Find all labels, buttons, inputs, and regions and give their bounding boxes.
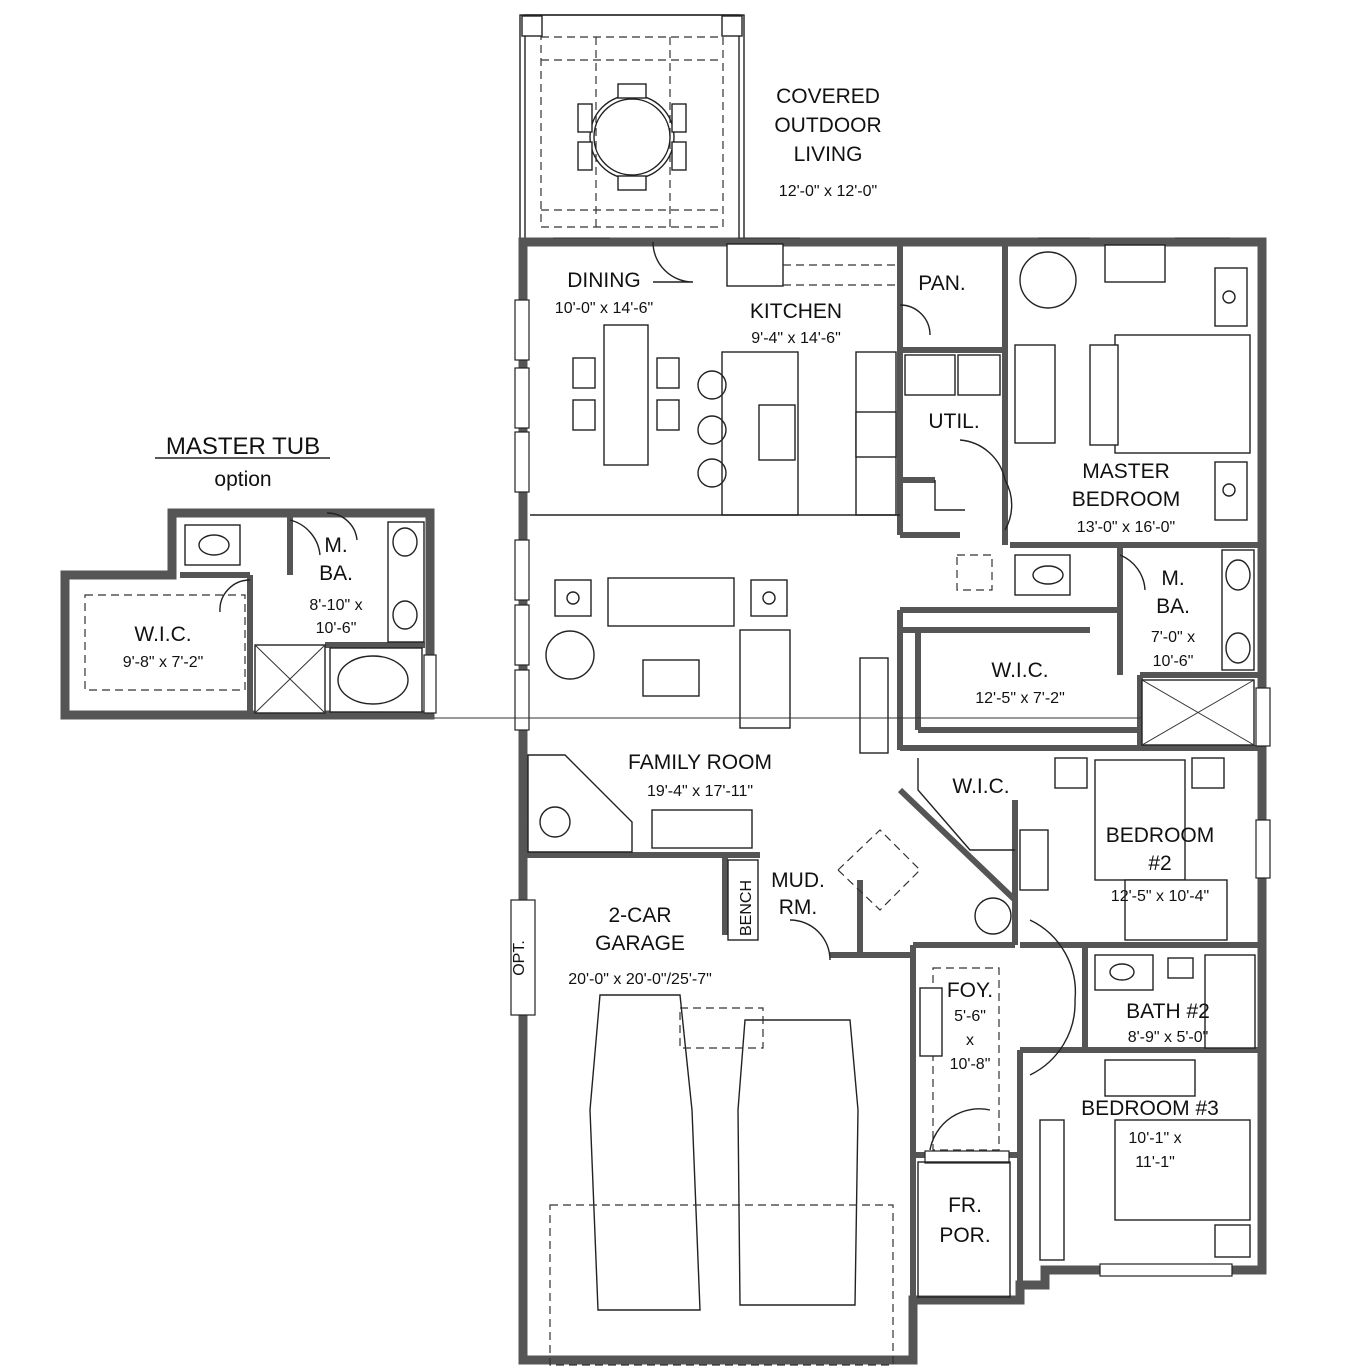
garage-label-2: GARAGE bbox=[595, 932, 685, 955]
mudroom-label-1: MUD. bbox=[771, 869, 825, 892]
mudroom-label-2: RM. bbox=[779, 896, 818, 919]
master-bedroom-size: 13'-0" x 16'-0" bbox=[1077, 519, 1175, 536]
option-title: MASTER TUB bbox=[166, 433, 320, 460]
garage-size: 20'-0" x 20'-0"/25'-7" bbox=[568, 971, 712, 988]
outdoor-label-1: COVERED bbox=[776, 85, 880, 108]
family-room-label: FAMILY ROOM bbox=[628, 751, 772, 774]
master-bath-size-1: 7'-0" x bbox=[1151, 629, 1195, 646]
kitchen-label: KITCHEN bbox=[750, 300, 842, 323]
front-porch-label-1: FR. bbox=[948, 1194, 982, 1217]
foyer-size-1: 5'-6" bbox=[954, 1008, 986, 1025]
bedroom3-label: BEDROOM #3 bbox=[1081, 1097, 1219, 1120]
master-wic-size: 12'-5" x 7'-2" bbox=[975, 690, 1065, 707]
bedroom3-size-2: 11'-1" bbox=[1135, 1154, 1175, 1171]
dining-label: DINING bbox=[567, 269, 641, 292]
garage-vehicles bbox=[510, 899, 894, 1366]
dining-table bbox=[572, 241, 694, 466]
mudroom-foyer bbox=[727, 829, 1012, 1298]
bath2-size: 8'-9" x 5'-0" bbox=[1128, 1029, 1209, 1046]
master-bath bbox=[1014, 549, 1255, 746]
garage-label-1: 2-CAR bbox=[608, 904, 671, 927]
foyer-size-3: 10'-8" bbox=[950, 1056, 991, 1073]
covered-outdoor-porch bbox=[519, 14, 745, 241]
master-bath-label-2: BA. bbox=[1156, 595, 1190, 618]
opt-bath-label-1: M. bbox=[324, 534, 347, 557]
outdoor-label-3: LIVING bbox=[794, 143, 863, 166]
bench-label: BENCH bbox=[738, 880, 755, 936]
wic-small-label: W.I.C. bbox=[952, 775, 1009, 798]
master-bedroom-label-1: MASTER bbox=[1082, 460, 1170, 483]
pantry-label: PAN. bbox=[918, 272, 965, 295]
outdoor-size: 12'-0" x 12'-0" bbox=[779, 183, 877, 200]
master-wic-shelf bbox=[859, 657, 889, 754]
front-porch-label-2: POR. bbox=[939, 1224, 990, 1247]
bath2-label: BATH #2 bbox=[1126, 1000, 1210, 1023]
bedroom2-label-1: BEDROOM bbox=[1106, 824, 1215, 847]
foyer-size-2: x bbox=[966, 1032, 974, 1049]
master-wic-label: W.I.C. bbox=[991, 659, 1048, 682]
kitchen-size: 9'-4" x 14'-6" bbox=[751, 330, 841, 347]
opt-wic-label: W.I.C. bbox=[134, 623, 191, 646]
bedroom3-furniture bbox=[1029, 919, 1251, 1261]
bedroom3-size-1: 10'-1" x bbox=[1128, 1130, 1181, 1147]
garage-opt-label: OPT. bbox=[511, 940, 528, 976]
bath2-fixtures bbox=[1094, 954, 1256, 1049]
master-bath-size-2: 10'-6" bbox=[1153, 653, 1194, 670]
master-tub-option-inset bbox=[60, 457, 437, 720]
master-bedroom-label-2: BEDROOM bbox=[1072, 488, 1181, 511]
opt-wic-size: 9'-8" x 7'-2" bbox=[123, 654, 204, 671]
opt-bath-size-2: 10'-6" bbox=[316, 620, 357, 637]
bedroom2-furniture bbox=[917, 757, 1228, 941]
outdoor-label-2: OUTDOOR bbox=[774, 114, 881, 137]
utility-label: UTIL. bbox=[928, 410, 979, 433]
utility-room bbox=[904, 354, 1013, 591]
option-subtitle: option bbox=[214, 468, 271, 491]
family-room-size: 19'-4" x 17'-11" bbox=[647, 783, 753, 800]
foyer-label: FOY. bbox=[947, 979, 993, 1002]
bedroom2-label-2: #2 bbox=[1148, 852, 1171, 875]
opt-bath-label-2: BA. bbox=[319, 562, 353, 585]
windows bbox=[514, 237, 1271, 1277]
master-bath-label-1: M. bbox=[1161, 567, 1184, 590]
opt-bath-size-1: 8'-10" x bbox=[309, 597, 362, 614]
dining-size: 10'-0" x 14'-6" bbox=[555, 300, 653, 317]
master-bedroom-furniture bbox=[1014, 244, 1251, 521]
kitchen-island bbox=[697, 243, 931, 516]
family-room-furniture bbox=[527, 514, 900, 853]
bedroom2-size: 12'-5" x 10'-4" bbox=[1111, 888, 1209, 905]
